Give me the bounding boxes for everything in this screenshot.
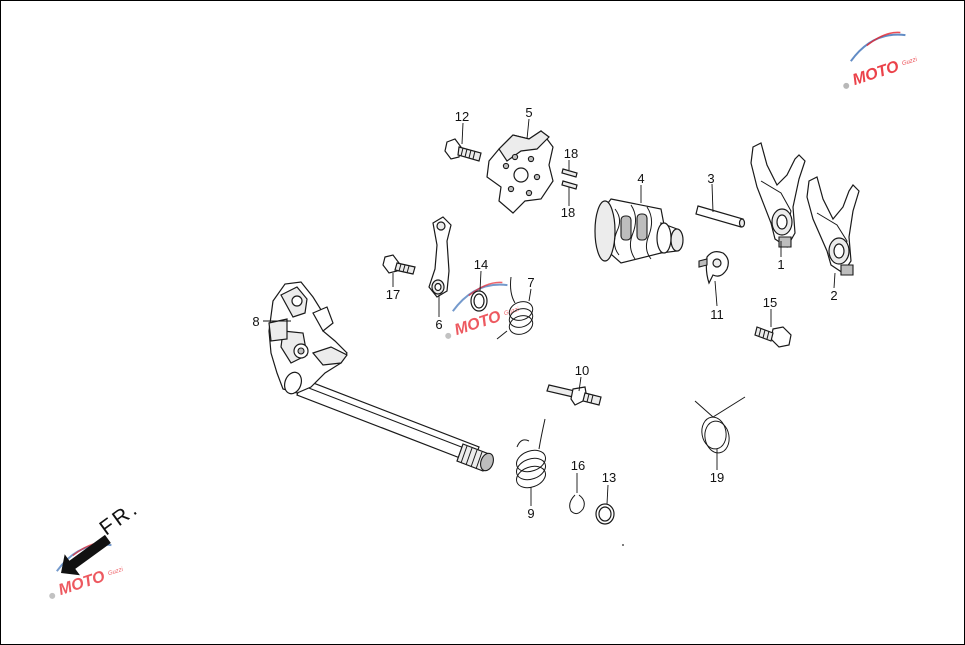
watermark-subtext: Guzzi: [901, 57, 918, 68]
callout-labels: 12 5 18 18 4 3 1 2 11 15 6 14 7 17 8 10 …: [252, 105, 837, 521]
part-17-bolt: [382, 254, 416, 275]
part-4-shift-drum: [594, 198, 684, 264]
callout-17: 17: [386, 287, 400, 302]
part-8-shift-shaft: [268, 281, 494, 472]
part-15-bolt: [754, 326, 792, 348]
part-9-spring: [515, 418, 547, 489]
callout-11: 11: [710, 307, 724, 322]
part-14-washer: [470, 290, 488, 312]
callout-7: 7: [527, 275, 534, 290]
part-2-shift-fork: [806, 176, 860, 276]
part-19-spring: [694, 396, 746, 454]
part-11-cam: [698, 251, 729, 285]
callout-12: 12: [455, 109, 469, 124]
callout-10: 10: [575, 363, 589, 378]
callout-18-top: 18: [564, 146, 578, 161]
part-5-star-plate: [486, 130, 554, 214]
callout-5: 5: [525, 105, 532, 120]
callout-15: 15: [763, 295, 777, 310]
part-16-circlip: [569, 494, 585, 515]
callout-14: 14: [474, 257, 488, 272]
callout-18-bottom: 18: [561, 205, 575, 220]
callout-2: 2: [830, 288, 837, 303]
callout-1: 1: [777, 257, 784, 272]
part-10-pin-bolt: [546, 384, 602, 406]
front-label: FR.: [95, 496, 143, 540]
callout-19: 19: [710, 470, 724, 485]
callout-16: 16: [571, 458, 585, 473]
part-12-bolt: [444, 138, 482, 162]
callout-9: 9: [527, 506, 534, 521]
callout-4: 4: [637, 171, 644, 186]
front-arrow-icon: [61, 534, 111, 576]
part-1-shift-fork: [750, 142, 806, 248]
watermark-top-right: MOTO Guzzi: [843, 31, 919, 89]
part-18-pins: [561, 168, 578, 190]
watermark-subtext: Guzzi: [503, 307, 520, 318]
watermark-subtext: Guzzi: [107, 567, 124, 578]
leader-lines: [263, 118, 836, 506]
callout-6: 6: [435, 317, 442, 332]
callout-13: 13: [602, 470, 616, 485]
watermark-bottom-left: MOTO Guzzi: [49, 541, 125, 599]
part-6-stopper-arm: [428, 216, 452, 298]
watermark-text: MOTO: [452, 308, 503, 339]
callout-3: 3: [707, 171, 714, 186]
callout-8: 8: [252, 314, 259, 329]
part-7-spring: [496, 276, 534, 340]
part-13-washer: [595, 503, 615, 525]
part-3-fork-shaft: [695, 205, 746, 228]
watermark-text: MOTO: [850, 58, 901, 89]
